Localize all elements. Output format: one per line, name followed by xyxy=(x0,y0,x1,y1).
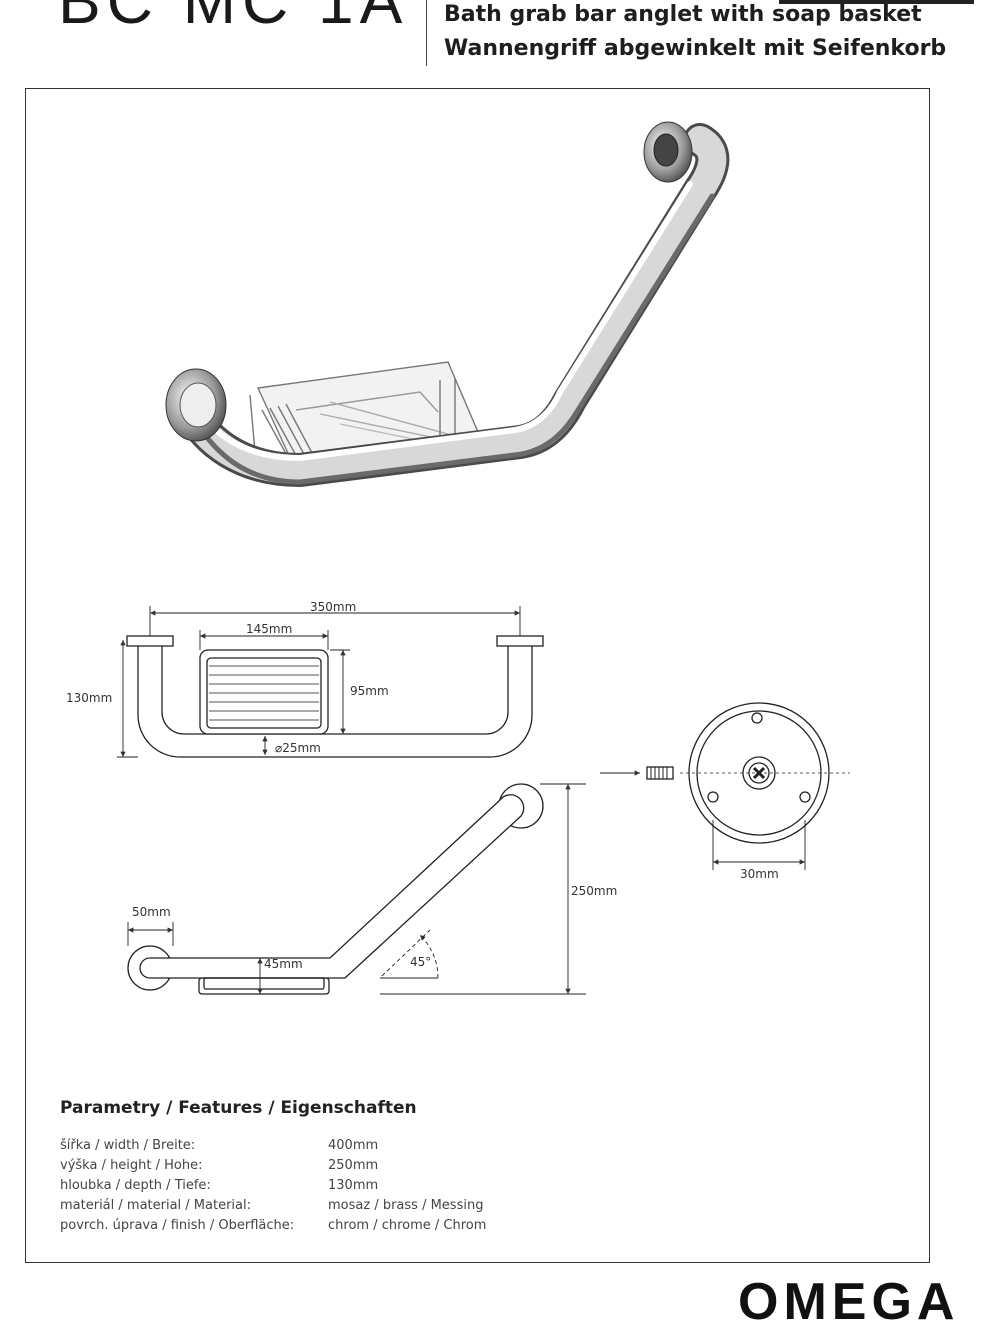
drawing-frame xyxy=(25,88,930,1263)
dim-side-height: 250mm xyxy=(571,884,617,898)
param-label: povrch. úprava / finish / Oberfläche: xyxy=(60,1218,295,1233)
product-photo xyxy=(165,121,730,488)
screw-icon xyxy=(646,766,674,780)
soap-basket-render xyxy=(249,361,481,477)
param-value: mosaz / brass / Messing xyxy=(328,1198,484,1213)
parameters-section: Parametry / Features / Eigenschaften šíř… xyxy=(60,1098,486,1236)
dim-tube-diameter: ⌀25mm xyxy=(275,741,321,755)
product-code: BC MC 1A xyxy=(58,0,409,37)
dim-offset: 50mm xyxy=(132,905,171,919)
dim-basket-width: 145mm xyxy=(246,622,292,636)
subtitle-english: Bath grab bar anglet with soap basket xyxy=(444,2,922,27)
dim-bar-height: 130mm xyxy=(66,691,112,705)
parameters-title: Parametry / Features / Eigenschaften xyxy=(60,1098,417,1118)
dim-basket-depth: 45mm xyxy=(264,957,303,971)
param-row: povrch. úprava / finish / Oberfläche: ch… xyxy=(60,1216,486,1236)
front-view-drawing xyxy=(117,606,544,758)
top-view-drawing xyxy=(127,783,586,995)
rosette-detail xyxy=(600,702,850,870)
param-value: chrom / chrome / Chrom xyxy=(328,1218,487,1233)
param-label: hloubka / depth / Tiefe: xyxy=(60,1178,211,1193)
param-row: materiál / material / Material: mosaz / … xyxy=(60,1196,486,1216)
param-label: šířka / width / Breite: xyxy=(60,1138,196,1153)
technical-drawing: 350mm 145mm 95mm 130mm ⌀25mm 30mm xyxy=(66,121,850,995)
param-row: šířka / width / Breite: 400mm xyxy=(60,1136,486,1156)
param-row: hloubka / depth / Tiefe: 130mm xyxy=(60,1176,486,1196)
subtitle-german: Wannengriff abgewinkelt mit Seifenkorb xyxy=(444,36,947,61)
header-divider xyxy=(426,0,427,66)
brand-logo: OMEGA xyxy=(738,1273,960,1331)
dim-rosette: 30mm xyxy=(740,867,779,881)
param-value: 130mm xyxy=(328,1178,379,1193)
dim-total-width: 350mm xyxy=(310,600,356,614)
header-rule xyxy=(779,0,974,4)
param-value: 400mm xyxy=(328,1138,379,1153)
param-value: 250mm xyxy=(328,1158,379,1173)
dim-angle: 45° xyxy=(410,955,431,969)
param-label: materiál / material / Material: xyxy=(60,1198,252,1213)
param-row: výška / height / Hohe: 250mm xyxy=(60,1156,486,1176)
param-label: výška / height / Hohe: xyxy=(60,1158,203,1173)
dim-basket-height: 95mm xyxy=(350,684,389,698)
